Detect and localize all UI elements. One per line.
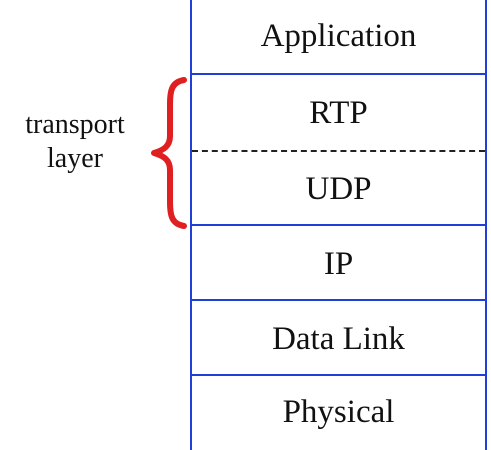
layer-udp-label: UDP — [305, 170, 372, 207]
divider-udp-ip — [192, 224, 485, 226]
layer-rtp-label: RTP — [309, 94, 368, 131]
layer-physical-label: Physical — [282, 393, 395, 430]
divider-datalink-physical — [192, 374, 485, 376]
divider-rtp-udp-dashed — [192, 150, 485, 152]
transport-layer-label-line1: transport — [25, 109, 125, 140]
divider-ip-datalink — [192, 299, 485, 301]
layer-udp: UDP — [192, 151, 485, 227]
layer-data-link: Data Link — [192, 301, 485, 377]
layer-data-link-label: Data Link — [272, 320, 405, 357]
curly-brace-icon — [151, 77, 187, 229]
curly-brace-path — [151, 77, 187, 229]
layer-ip: IP — [192, 226, 485, 302]
divider-application-rtp — [192, 73, 485, 75]
transport-layer-label-line2: layer — [47, 143, 103, 174]
transport-layer-label: transport layer — [0, 108, 150, 176]
layer-application-label: Application — [260, 18, 417, 54]
layer-rtp: RTP — [192, 75, 485, 151]
layer-application: Application — [192, 0, 485, 75]
layer-physical: Physical — [192, 376, 485, 448]
layer-ip-label: IP — [323, 245, 354, 282]
protocol-stack: Application RTP UDP IP Data Link Physica… — [190, 0, 487, 450]
